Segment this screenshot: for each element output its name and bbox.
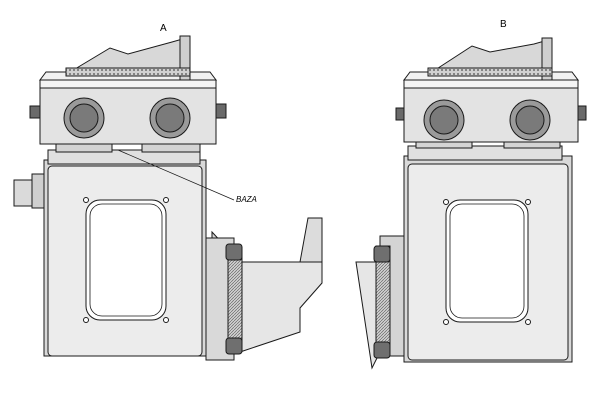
view-b-bolt-holes	[443, 199, 531, 325]
view-a-base-band	[47, 149, 201, 165]
view-label-b: B	[500, 19, 507, 30]
view-a-left-tab	[13, 173, 47, 209]
view-b-side-studs	[395, 105, 587, 121]
view-a-gusset	[65, 35, 191, 81]
baza-leader-line	[117, 149, 235, 201]
view-b-side-clamp	[373, 245, 391, 359]
view-label-a: A	[160, 23, 167, 34]
view-b-base-band	[407, 145, 563, 161]
view-a-assembly	[13, 35, 323, 361]
view-a-side-clamp	[205, 237, 243, 361]
view-b-mounting-plate	[403, 155, 573, 363]
baza-annotation: BAZA	[236, 195, 257, 204]
view-b-clamps	[423, 99, 551, 141]
view-b-gusset	[427, 37, 553, 81]
view-b-assembly	[355, 37, 587, 370]
view-a-mounting-plate	[43, 159, 207, 357]
view-a-bolt-holes	[83, 197, 169, 323]
view-a-clamps	[63, 97, 191, 139]
view-a-side-studs	[29, 103, 227, 119]
